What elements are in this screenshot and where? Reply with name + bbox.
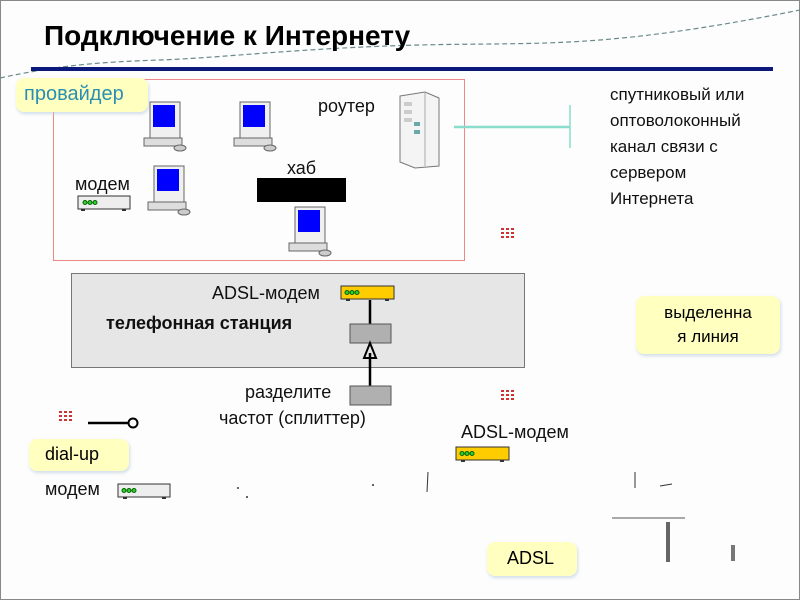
hub-label: хаб	[287, 158, 317, 178]
channel-description: спутниковый или оптоволоконный канал свя…	[610, 82, 744, 212]
computer-icon	[288, 206, 332, 257]
adsl-callout: ADSL	[487, 542, 577, 576]
channel-text-line: Интернета	[610, 189, 694, 208]
router-server-icon	[399, 91, 440, 169]
channel-text-line: спутниковый или	[610, 85, 745, 104]
splitter-label-line2: частот (сплиттер)	[219, 408, 366, 428]
adsl-modem-icon	[455, 446, 510, 462]
dialup-label: dial-up	[45, 444, 100, 464]
computer-icon	[147, 165, 191, 216]
adsl-modem-icon	[340, 285, 395, 301]
station-adsl-modem-label: ADSL-модем	[212, 283, 320, 303]
grid-placeholder-icon	[59, 411, 72, 421]
channel-text-line: оптоволоконный	[610, 111, 741, 130]
splitter-label-line1: разделите	[245, 382, 332, 402]
page-title: Подключение к Интернету	[44, 20, 411, 51]
channel-text-line: сервером	[610, 163, 687, 182]
provider-label: провайдер	[24, 83, 124, 105]
modem-icon	[117, 483, 171, 499]
router-label: роутер	[318, 96, 375, 116]
grid-placeholder-icon	[501, 228, 514, 238]
telephone-station-box	[71, 273, 525, 368]
phone-line-plug-icon	[88, 417, 139, 429]
title-underline	[31, 67, 773, 71]
provider-modem-label: модем	[75, 174, 130, 194]
adsl-label: ADSL	[507, 548, 555, 568]
dialup-modem-label: модем	[45, 479, 100, 499]
channel-text-line: канал связи с	[610, 137, 718, 156]
grid-placeholder-icon	[501, 390, 514, 400]
dialup-callout: dial-up	[29, 439, 129, 471]
computer-icon	[143, 101, 187, 152]
splitter-connection	[349, 300, 392, 406]
provider-box	[53, 79, 465, 261]
client-adsl-modem-label: ADSL-модем	[461, 422, 569, 442]
decorative-dashed-curve	[0, 9, 800, 79]
modem-icon	[77, 195, 131, 211]
channel-connector	[454, 105, 571, 148]
computer-icon	[233, 101, 277, 152]
residual-graphic-fragments	[237, 471, 735, 562]
telephone-station-label: телефонная станция	[106, 313, 293, 333]
leased-line-text: я линия	[677, 327, 739, 346]
leased-line-callout: выделенна я линия	[636, 296, 780, 354]
hub-icon	[257, 178, 346, 202]
leased-line-text: выделенна	[664, 303, 752, 322]
provider-callout: провайдер	[16, 78, 148, 112]
